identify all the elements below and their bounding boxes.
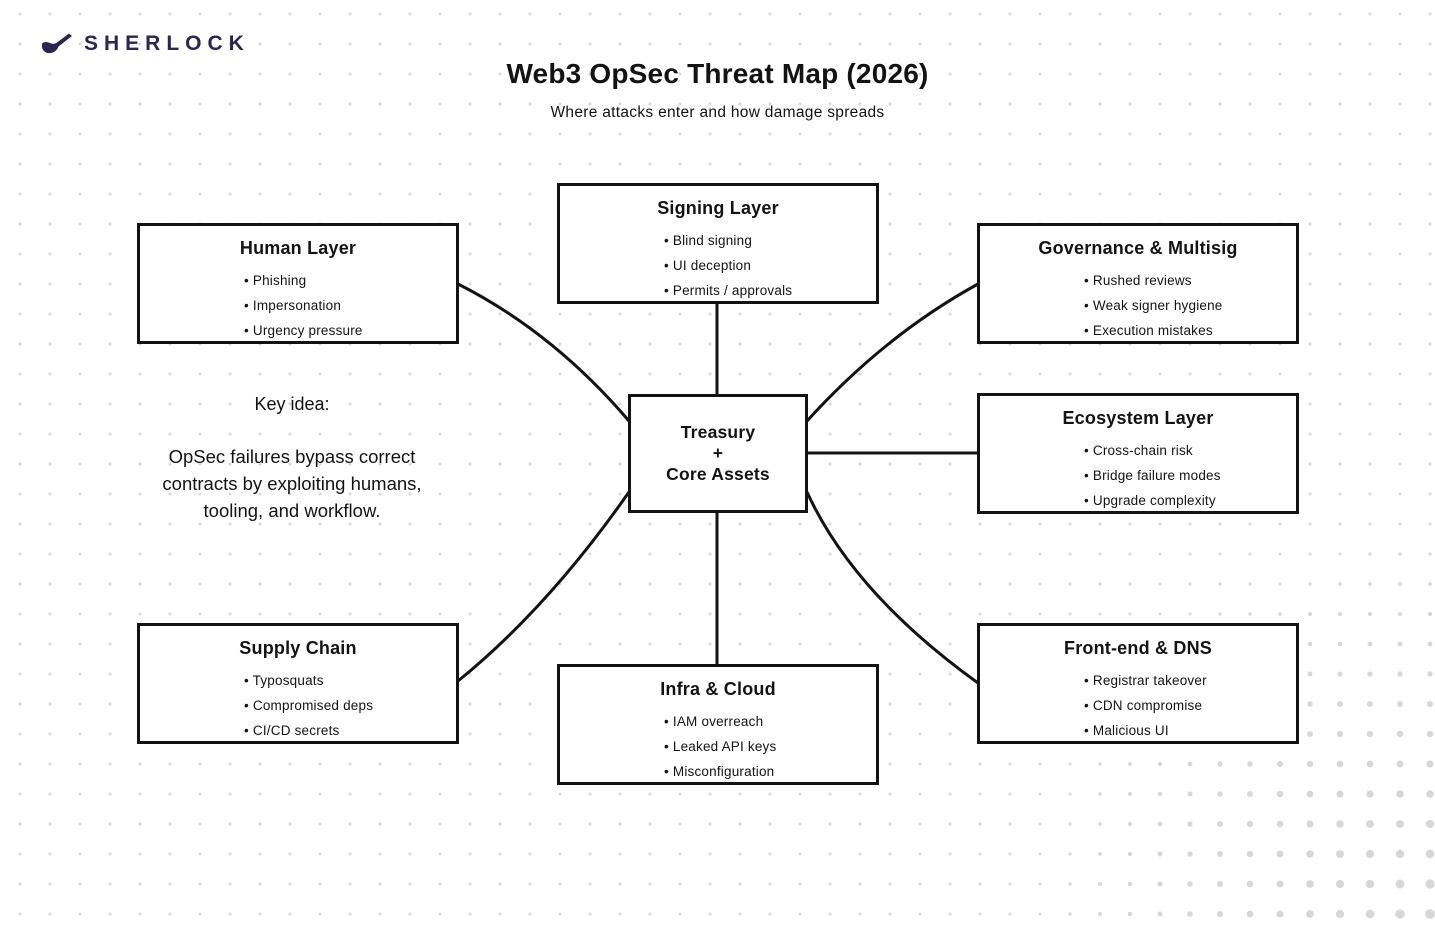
node-bullet: IAM overreach xyxy=(664,709,876,734)
node-bullet: Execution mistakes xyxy=(1084,318,1296,343)
node-title: Supply Chain xyxy=(239,638,357,658)
header: Web3 OpSec Threat Map (2026) Where attac… xyxy=(0,58,1435,122)
key-idea-block: Key idea: OpSec failures bypass correct … xyxy=(97,394,487,524)
node-title: Front-end & DNS xyxy=(1064,638,1212,658)
page-subtitle: Where attacks enter and how damage sprea… xyxy=(550,104,885,121)
center-node-line: Treasury xyxy=(680,422,756,442)
pipe-icon xyxy=(41,33,72,53)
node-bullets: Rushed reviewsWeak signer hygieneExecuti… xyxy=(980,268,1296,343)
node-bullet: Impersonation xyxy=(244,293,456,318)
node-bullet: Malicious UI xyxy=(1084,718,1296,743)
connector-human-treasury xyxy=(457,282,631,422)
node-bullet: Registrar takeover xyxy=(1084,668,1296,693)
threat-node-governance: Governance & Multisig Rushed reviewsWeak… xyxy=(977,223,1299,344)
node-bullet: Urgency pressure xyxy=(244,318,456,343)
node-bullet: Bridge failure modes xyxy=(1084,463,1296,488)
node-title: Ecosystem Layer xyxy=(1062,408,1214,428)
treasury-core-assets-node: Treasury + Core Assets xyxy=(628,394,808,513)
threat-node-signing: Signing Layer Blind signingUI deceptionP… xyxy=(557,183,879,304)
node-bullets: Registrar takeoverCDN compromiseMaliciou… xyxy=(980,668,1296,743)
key-idea-line: OpSec failures bypass correct xyxy=(168,446,416,467)
node-bullet: Compromised deps xyxy=(244,693,456,718)
node-title: Governance & Multisig xyxy=(1038,238,1238,258)
node-bullet: Upgrade complexity xyxy=(1084,488,1296,513)
page-title: Web3 OpSec Threat Map (2026) xyxy=(506,58,929,89)
threat-node-human: Human Layer PhishingImpersonationUrgency… xyxy=(137,223,459,344)
node-bullet: CI/CD secrets xyxy=(244,718,456,743)
node-title: Infra & Cloud xyxy=(660,679,776,699)
center-node-line: Core Assets xyxy=(666,464,770,484)
node-bullet: Leaked API keys xyxy=(664,734,876,759)
node-bullet: Phishing xyxy=(244,268,456,293)
threat-node-ecosystem: Ecosystem Layer Cross-chain riskBridge f… xyxy=(977,393,1299,514)
node-bullet: Typosquats xyxy=(244,668,456,693)
key-idea-heading: Key idea: xyxy=(254,394,330,414)
node-title: Human Layer xyxy=(239,238,357,258)
node-bullets: Cross-chain riskBridge failure modesUpgr… xyxy=(980,438,1296,513)
threat-node-infra: Infra & Cloud IAM overreachLeaked API ke… xyxy=(557,664,879,785)
node-bullet: Rushed reviews xyxy=(1084,268,1296,293)
logo-text: SHERLOCK xyxy=(84,32,250,55)
node-bullets: TyposquatsCompromised depsCI/CD secrets xyxy=(140,668,456,743)
node-bullet: Permits / approvals xyxy=(664,278,876,303)
key-idea-line: tooling, and workflow. xyxy=(203,500,381,521)
threat-node-supply: Supply Chain TyposquatsCompromised depsC… xyxy=(137,623,459,744)
connector-frontend-treasury xyxy=(805,491,979,685)
connector-governance-treasury xyxy=(805,282,979,423)
threat-node-frontend: Front-end & DNS Registrar takeoverCDN co… xyxy=(977,623,1299,744)
key-idea-line: contracts by exploiting humans, xyxy=(162,473,422,494)
sherlock-logo: SHERLOCK xyxy=(40,32,250,56)
node-bullets: Blind signingUI deceptionPermits / appro… xyxy=(560,228,876,303)
node-bullets: IAM overreachLeaked API keysMisconfigura… xyxy=(560,709,876,784)
node-title: Signing Layer xyxy=(657,198,779,218)
node-bullet: Cross-chain risk xyxy=(1084,438,1296,463)
node-bullet: Blind signing xyxy=(664,228,876,253)
node-bullets: PhishingImpersonationUrgency pressure xyxy=(140,268,456,343)
center-node-line: + xyxy=(712,443,724,463)
node-bullet: Weak signer hygiene xyxy=(1084,293,1296,318)
node-bullet: UI deception xyxy=(664,253,876,278)
connector-supply-treasury xyxy=(457,491,631,683)
node-bullet: CDN compromise xyxy=(1084,693,1296,718)
node-bullet: Misconfiguration xyxy=(664,759,876,784)
